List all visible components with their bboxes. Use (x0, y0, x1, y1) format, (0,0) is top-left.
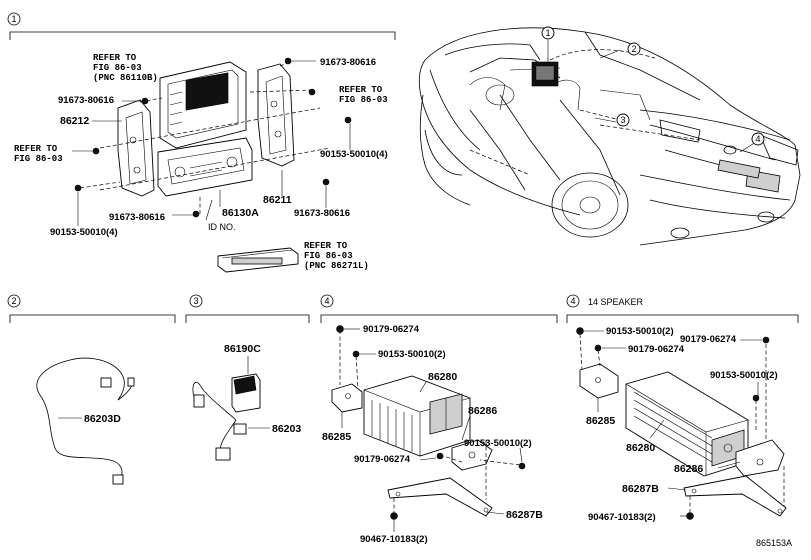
car-callout-4: 4 (751, 132, 765, 146)
section-1-frame: 1 (7, 12, 396, 40)
label-86190c: 86190C (224, 343, 261, 355)
refer-86271l-line-3: (PNC 86271L) (304, 261, 369, 271)
label-86211: 86211 (263, 194, 292, 206)
label-4b-86285: 86285 (586, 415, 615, 427)
label-id-no: ID NO. (208, 222, 236, 232)
refer-left-line-1: REFER TO (14, 144, 58, 154)
svg-text:4: 4 (755, 134, 760, 144)
refer-86271l-line-2: FIG 86-03 (304, 251, 353, 261)
car-callout-1: 1 (541, 26, 555, 40)
label-4b-90153-50010-2-top: 90153-50010(2) (606, 326, 674, 337)
label-86212: 86212 (60, 115, 89, 127)
label-4b-86280: 86280 (626, 442, 655, 454)
section-4b-number: 4 (570, 296, 575, 306)
figure-id: 865153A (756, 538, 792, 548)
refer-86271l-line-1: REFER TO (304, 241, 348, 251)
label-86203d: 86203D (84, 413, 121, 425)
label-4a-86287b: 86287B (506, 509, 543, 521)
label-91673-80616-top: 91673-80616 (320, 57, 376, 68)
car-illustration (418, 27, 801, 246)
section-2-frame: 2 (7, 294, 176, 323)
section-3-drawing (192, 356, 270, 461)
label-4a-86286: 86286 (468, 405, 497, 417)
section-4b-drawing (576, 327, 787, 520)
label-91673-80616-bottom-left: 91673-80616 (109, 212, 165, 223)
label-90153-50010-4-left: 90153-50010(4) (50, 227, 118, 238)
label-91673-80616-left: 91673-80616 (58, 95, 114, 106)
svg-text:2: 2 (631, 44, 636, 54)
label-4a-86280: 86280 (428, 371, 457, 383)
label-4b-90179-06274-mid: 90179-06274 (628, 344, 685, 355)
label-86130a: 86130A (222, 207, 259, 219)
label-4b-86287b: 86287B (622, 483, 659, 495)
refer-86110b-line-3: (PNC 86110B) (93, 73, 158, 83)
section-1-number: 1 (11, 14, 16, 24)
refer-right-line-1: REFER TO (339, 85, 383, 95)
car-callout-3: 3 (616, 113, 630, 127)
section-4b-frame: 4 14 SPEAKER (566, 294, 799, 323)
section-4a-frame: 4 (320, 294, 558, 323)
section-4a-drawing (331, 325, 526, 532)
label-4a-90153-50010-2-mid: 90153-50010(2) (464, 438, 532, 449)
label-4b-90153-50010-2-right: 90153-50010(2) (710, 370, 778, 381)
svg-text:3: 3 (620, 115, 625, 125)
section-2-drawing (36, 357, 135, 485)
label-4b-86286: 86286 (674, 463, 703, 475)
label-4b-90467-10183-2: 90467-10183(2) (588, 512, 656, 523)
label-4a-90153-50010-2-top: 90153-50010(2) (378, 349, 446, 360)
section-4a-number: 4 (324, 296, 329, 306)
svg-text:1: 1 (545, 28, 550, 38)
section-4b-caption: 14 SPEAKER (588, 297, 644, 307)
refer-86110b-line-2: FIG 86-03 (93, 63, 142, 73)
section-3-frame: 3 (185, 294, 310, 323)
label-86203: 86203 (272, 423, 301, 435)
label-4a-90179-06274-mid: 90179-06274 (354, 454, 411, 465)
car-callout-2: 2 (627, 42, 641, 56)
label-4a-90179-06274-top: 90179-06274 (363, 324, 420, 335)
label-4a-86285: 86285 (322, 431, 351, 443)
label-91673-80616-bottom-right: 91673-80616 (294, 208, 350, 219)
section-2-number: 2 (11, 296, 16, 306)
label-90153-50010-4-right: 90153-50010(4) (320, 149, 388, 160)
section-3-number: 3 (193, 296, 198, 306)
label-4a-90467-10183-2: 90467-10183(2) (360, 534, 428, 545)
section-1-drawing (72, 57, 352, 273)
label-4b-90179-06274-top-right: 90179-06274 (680, 334, 737, 345)
refer-86110b-line-1: REFER TO (93, 53, 137, 63)
refer-left-line-2: FIG 86-03 (14, 154, 63, 164)
refer-right-line-2: FIG 86-03 (339, 95, 388, 105)
